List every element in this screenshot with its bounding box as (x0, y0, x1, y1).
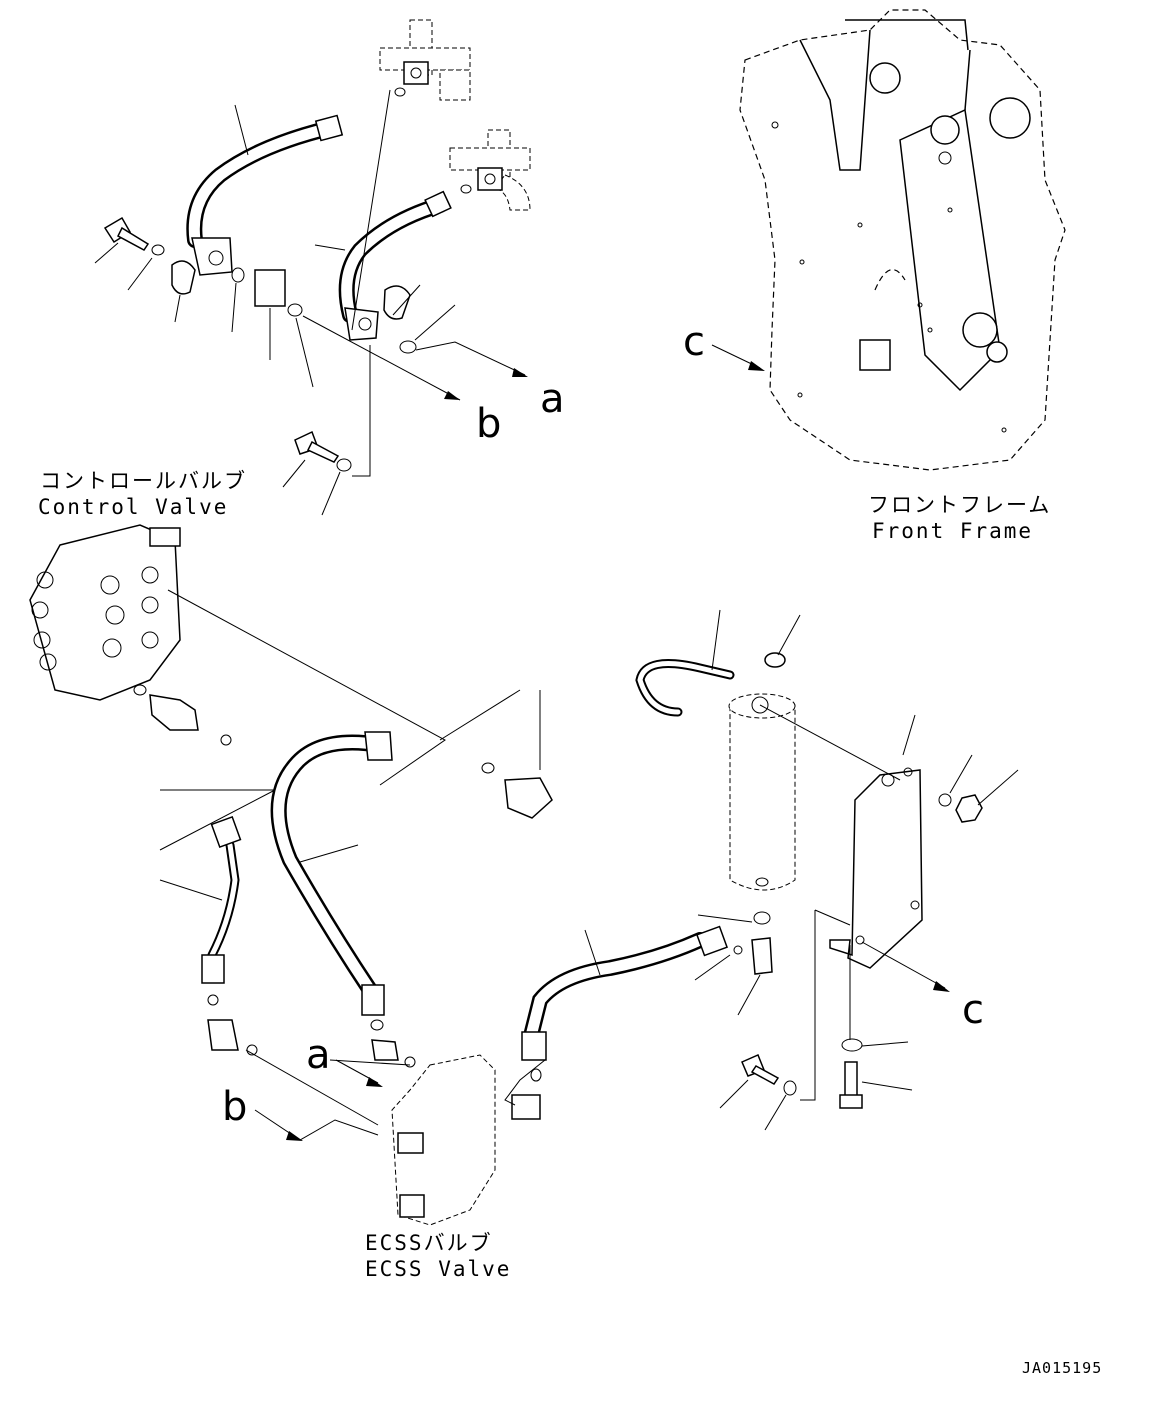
front-frame (711, 9, 1066, 471)
connection-letter-a-top: a (540, 376, 565, 422)
ecss-valve-label-jp: ECSSバルブ (365, 1231, 493, 1255)
bolt (294, 430, 340, 463)
control-valve-label-jp: コントロールバルブ (40, 469, 247, 493)
split-flange-half (171, 260, 196, 295)
nut (955, 794, 983, 823)
split-flange (254, 269, 286, 307)
washer (841, 1038, 863, 1052)
washer (938, 793, 952, 807)
o-ring (399, 340, 417, 354)
ecss-valve-label-en: ECSS Valve (365, 1257, 511, 1281)
connection-letter-c-bottom: c (962, 987, 984, 1033)
washer (151, 244, 165, 256)
ecss-valve (245, 1049, 542, 1226)
control-valve (29, 524, 232, 746)
accumulator-assembly (504, 609, 1019, 1131)
bolt (103, 216, 150, 251)
connection-letter-a-bottom: a (306, 1032, 331, 1078)
washer (783, 1080, 797, 1096)
connection-letter-c-top: c (683, 319, 705, 365)
middle-hose-assembly (159, 589, 553, 1068)
split-flange-half (383, 285, 411, 320)
front-frame-label-en: Front Frame (872, 519, 1033, 543)
o-ring (287, 303, 303, 317)
upper-hose-2 (338, 190, 452, 341)
o-ring (460, 184, 472, 194)
bolt (741, 1054, 780, 1085)
upper-hose-assembly (94, 19, 531, 516)
drawing-code: JA015195 (1022, 1359, 1102, 1377)
o-ring (231, 267, 245, 283)
upper-tee-fitting-right (449, 129, 531, 211)
connection-letter-b-bottom: b (222, 1084, 247, 1130)
connection-letter-b-top: b (476, 401, 501, 447)
control-valve-label-en: Control Valve (38, 495, 228, 519)
bolt (839, 1061, 863, 1109)
washer (336, 458, 352, 472)
o-ring (394, 87, 406, 97)
upper-tee-fitting-left (379, 19, 471, 101)
front-frame-label-jp: フロントフレーム (868, 493, 1051, 517)
upper-hose-1 (186, 114, 344, 276)
